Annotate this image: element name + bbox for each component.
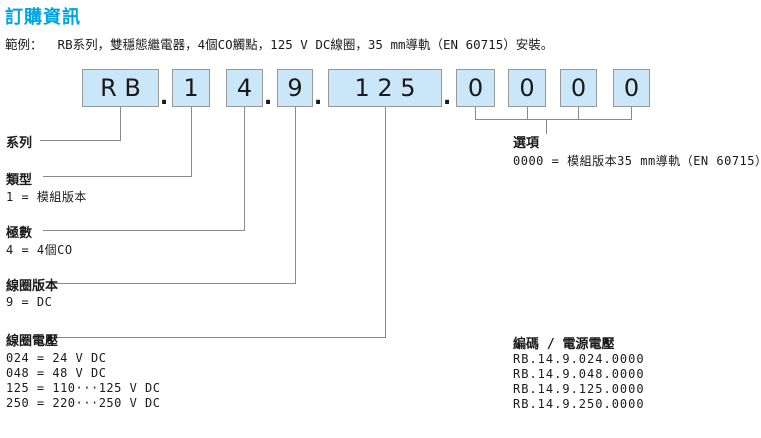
- code-box-option-1: 0: [456, 69, 495, 107]
- field-label-type: 類型: [6, 173, 33, 188]
- codes-header: 編碼 / 電源電壓: [513, 337, 615, 352]
- leader-line-option4-stub: [631, 107, 632, 120]
- field-label-coil-voltage: 線圈電壓: [6, 334, 59, 349]
- field-option-coil-voltage-024: 024 = 24 V DC: [6, 351, 107, 365]
- leader-line-option3-stub: [578, 107, 579, 120]
- code-box-series: R B: [82, 69, 159, 107]
- field-option-poles: 4 = 4個CO: [6, 243, 73, 257]
- page-title: 訂購資訊: [5, 7, 81, 28]
- code-box-type: 1: [172, 69, 210, 107]
- leader-line-option1-stub: [475, 107, 476, 120]
- leader-line-poles-vertical: [244, 107, 245, 231]
- field-option-coil-voltage-048: 048 = 48 V DC: [6, 366, 107, 380]
- leader-line-series-vertical: [120, 107, 121, 141]
- field-option-coil-voltage-250: 250 = 220···250 V DC: [6, 396, 161, 410]
- leader-line-options-vertical: [546, 119, 547, 134]
- field-label-poles: 極數: [6, 226, 33, 241]
- code-item-125: RB.14.9.125.0000: [513, 382, 645, 396]
- field-option-coil-version: 9 = DC: [6, 295, 53, 309]
- code-item-048: RB.14.9.048.0000: [513, 367, 645, 381]
- code-box-coil-version: 9: [277, 69, 313, 107]
- code-box-poles: 4: [226, 69, 263, 107]
- leader-line-coil-voltage-vertical: [385, 107, 386, 338]
- field-option-type: 1 = 模組版本: [6, 190, 87, 204]
- leader-line-coil-version-vertical: [295, 107, 296, 284]
- leader-line-series-horizontal: [40, 140, 121, 141]
- code-separator: .: [263, 85, 273, 110]
- code-box-option-2: 0: [508, 69, 546, 107]
- code-separator: .: [159, 85, 169, 110]
- leader-line-options-horizontal: [475, 119, 632, 120]
- code-separator: .: [313, 85, 323, 110]
- field-label-series: 系列: [6, 136, 33, 151]
- leader-line-coil-version-horizontal: [53, 283, 296, 284]
- example-text: 範例： RB系列，雙穩態繼電器，4個CO觸點，125 V DC線圈，35 mm導…: [5, 37, 554, 52]
- code-item-024: RB.14.9.024.0000: [513, 352, 645, 366]
- field-label-options: 選項: [513, 136, 540, 151]
- leader-line-type-horizontal: [43, 176, 192, 177]
- field-option-coil-voltage-125: 125 = 110···125 V DC: [6, 381, 161, 395]
- leader-line-poles-horizontal: [43, 230, 245, 231]
- code-box-option-3: 0: [560, 69, 597, 107]
- leader-line-option2-stub: [527, 107, 528, 120]
- field-option-options: 0000 = 模組版本35 mm導軌（EN 60715）: [513, 154, 761, 168]
- code-item-250: RB.14.9.250.0000: [513, 397, 645, 411]
- leader-line-type-vertical: [191, 107, 192, 177]
- code-separator: .: [442, 85, 452, 110]
- leader-line-coil-voltage-horizontal: [55, 337, 386, 338]
- code-box-option-4: 0: [613, 69, 650, 107]
- code-box-coil-voltage: 1 2 5: [328, 69, 442, 107]
- field-label-coil-version: 線圈版本: [6, 279, 59, 294]
